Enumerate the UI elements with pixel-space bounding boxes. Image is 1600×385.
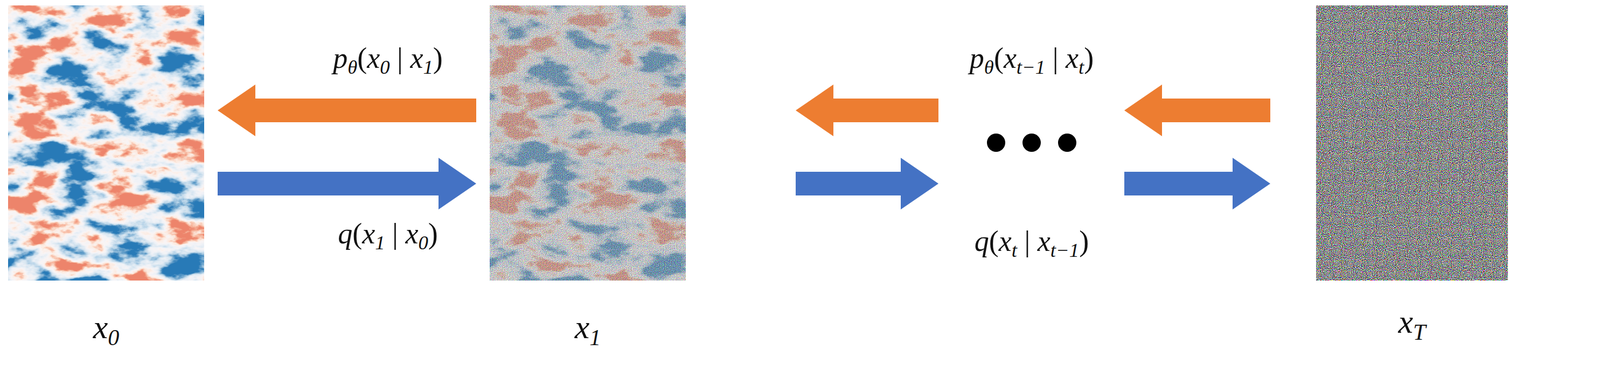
math-glyph: x [1065,42,1079,75]
variable-label: x0 [93,308,120,351]
pure-noise-image [1316,5,1508,281]
math-glyph: t−1 [1050,239,1080,262]
transition-label: pθ(xt−1 | xt) [969,42,1094,79]
image-panel: x0 [8,5,205,281]
math-glyph [1045,42,1053,75]
math-glyph: ( [357,42,367,75]
math-glyph: ( [993,42,1004,75]
math-glyph: | [397,42,403,75]
math-glyph: 0 [379,56,390,79]
image-panel: xT [1316,5,1508,281]
image-panel: x1 [489,5,686,281]
math-glyph [1017,225,1025,258]
process-arrow [255,98,477,123]
ellipsis-dot [1058,133,1077,152]
noise-texture [1316,5,1508,281]
math-glyph: θ [347,56,358,79]
transition-label: pθ(x0 | x1) [332,42,443,79]
forward-arrow [1124,157,1271,210]
math-glyph: x [1398,303,1414,340]
noisy-image [489,5,686,281]
math-glyph: x [574,308,590,346]
math-glyph: ) [1083,42,1094,75]
ellipsis-dot [1022,133,1041,152]
transition-label: q(xt | xt−1) [974,225,1089,262]
reverse-arrow [795,84,939,137]
math-glyph [385,217,393,250]
math-glyph: x [366,42,380,75]
math-glyph [402,42,411,75]
math-glyph: x [405,217,419,250]
math-glyph [398,217,406,250]
math-glyph: x [93,308,109,346]
math-glyph: | [1024,225,1031,258]
math-glyph: x [1003,42,1017,75]
variable-label: x1 [574,308,602,351]
math-glyph: 1 [374,231,385,254]
math-glyph: x [1037,225,1051,258]
reverse-arrow [1124,84,1271,137]
math-glyph: ( [989,225,999,258]
math-glyph: 0 [107,324,120,351]
variable-label: xT [1398,303,1426,345]
math-glyph: p [969,42,985,75]
noise-haze [489,5,686,281]
clean-image [8,5,205,281]
math-glyph: θ [984,56,994,79]
transition-label: q(x1 | x0) [337,218,438,254]
math-glyph: ) [1079,225,1089,258]
math-glyph: q [337,217,353,250]
math-glyph: ( [352,217,363,250]
math-glyph [1058,42,1067,75]
math-glyph: t [1078,56,1084,79]
math-glyph: | [1052,42,1059,75]
math-glyph: x [409,42,423,75]
ellipsis-dot [986,133,1006,152]
process-arrow [217,171,439,196]
math-glyph [390,42,398,75]
math-glyph: ) [428,217,438,250]
math-glyph: 0 [418,231,428,254]
math-glyph: q [974,225,990,258]
noise-overlay [489,5,686,281]
math-glyph: x [998,225,1012,258]
math-glyph: x [362,217,375,250]
forward-arrow [795,157,939,210]
math-glyph: 1 [589,324,601,351]
math-glyph: t−1 [1016,56,1046,79]
math-glyph: 1 [422,56,433,79]
math-glyph: t [1011,239,1018,262]
terrain-texture [8,5,205,281]
math-glyph: p [332,42,348,75]
math-glyph: T [1413,319,1426,345]
math-glyph [1030,225,1038,258]
math-glyph: | [392,217,399,250]
math-glyph: ) [433,42,443,75]
terrain-texture [489,5,686,281]
